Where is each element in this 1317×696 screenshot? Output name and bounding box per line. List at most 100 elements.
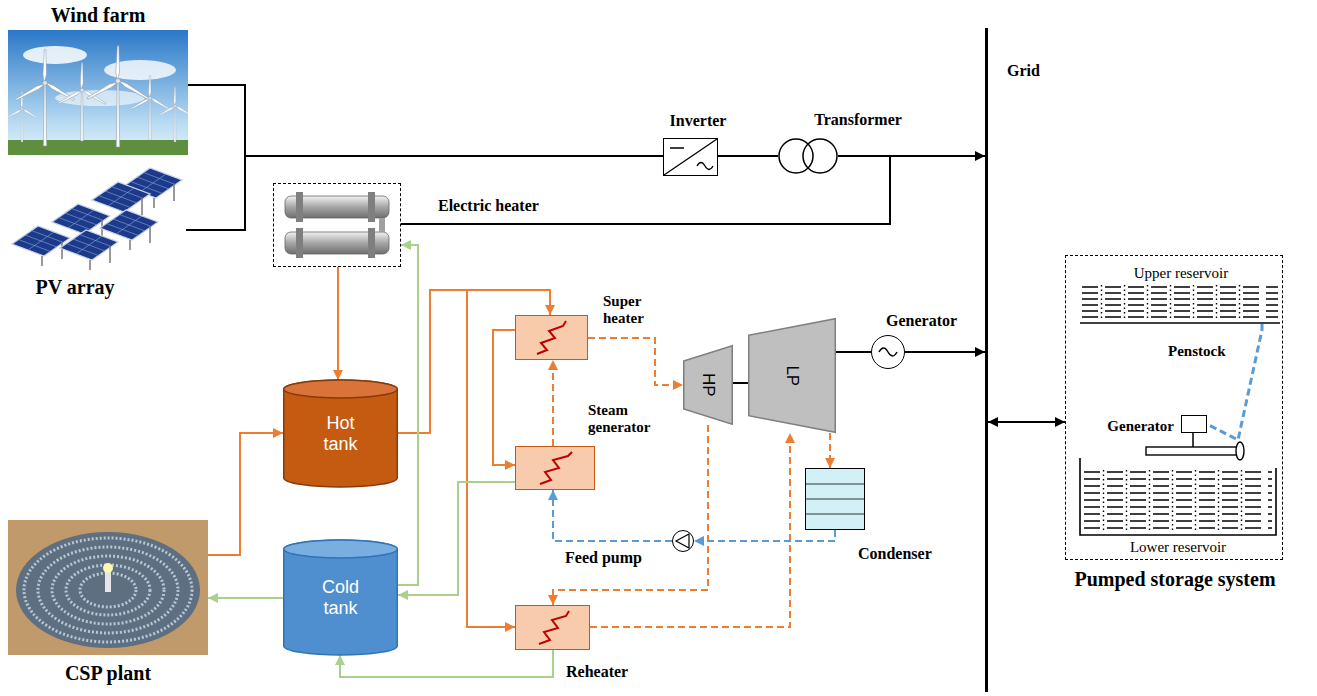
- transformer-symbol-outline: [803, 139, 837, 173]
- connector: [1207, 324, 1262, 440]
- pv-array-picture: [60, 230, 118, 270]
- node-label: Electric heater: [436, 197, 541, 215]
- connector: [988, 421, 1065, 423]
- connector: [733, 382, 748, 384]
- text-slot: Pumped storage system: [1072, 568, 1277, 591]
- connector: [208, 597, 283, 599]
- connector: [588, 338, 683, 385]
- connector: [836, 351, 871, 353]
- csp-plant-picture: [8, 520, 208, 655]
- text-slot: Cold tank: [283, 540, 398, 655]
- text-slot: Hot tank: [283, 380, 398, 487]
- electric-heater-picture: [379, 218, 385, 232]
- connector: [186, 156, 663, 230]
- condenser-symbol: [805, 484, 865, 514]
- node-label: Generator: [1105, 418, 1176, 435]
- wind-farm-picture: [8, 30, 188, 155]
- turbine-housing: [1146, 447, 1242, 455]
- heat-exchanger-coil: [515, 605, 590, 650]
- electric-heater-picture: [285, 192, 389, 258]
- node-label: Cold tank: [313, 577, 368, 618]
- text-slot: PV array: [33, 276, 116, 299]
- pv-array-picture: [12, 168, 182, 270]
- electric-heater-picture: [368, 192, 375, 222]
- connector: [337, 267, 339, 380]
- storage-tank: Hot tank: [283, 380, 398, 487]
- upper-reservoir-water: [1102, 285, 1240, 320]
- picture-panel: PV array: [8, 160, 186, 270]
- node-label: Lower reservoir: [1128, 539, 1228, 556]
- generator-symbol: Generator: [1181, 415, 1207, 433]
- converter-box: Inverter: [663, 138, 718, 176]
- connector: [552, 360, 554, 446]
- text-slot: Condenser: [856, 545, 934, 563]
- reservoir: Upper reservoir: [1081, 264, 1281, 324]
- heat-exchanger: Steam generator: [515, 446, 595, 490]
- wind-farm-picture: [158, 87, 188, 142]
- transformer-symbol: Transformer: [778, 138, 838, 174]
- text-slot: Feed pump: [563, 549, 644, 567]
- csp-plant-picture: [24, 538, 192, 642]
- turbine-housing: [1146, 432, 1244, 460]
- wind-farm-picture: [130, 76, 170, 140]
- lower-reservoir-water: [1080, 458, 1276, 535]
- inverter-symbol: [664, 139, 717, 175]
- node-label: Hot tank: [313, 413, 368, 454]
- heat-exchanger: Super heater: [515, 315, 588, 360]
- turbine-housing: [1192, 432, 1194, 447]
- upper-reservoir-water: [1082, 287, 1278, 317]
- node-label: HP: [698, 373, 718, 397]
- csp-plant-picture: [103, 563, 113, 573]
- condenser-symbol: [805, 468, 865, 530]
- text-slot: Steam generator: [586, 402, 666, 437]
- node-label: Grid: [1005, 62, 1042, 80]
- text-slot: Upper reservoir: [1132, 264, 1231, 282]
- connector: [905, 351, 985, 353]
- csp-plant-picture: [24, 538, 192, 642]
- text-slot: Penstock: [1166, 342, 1228, 360]
- turbine-stage-outline: [749, 319, 836, 433]
- wind-farm-picture: [15, 49, 75, 146]
- heat-exchanger-coil: [537, 321, 572, 644]
- node-label: CSP plant: [63, 662, 153, 685]
- generator-symbol: [879, 348, 897, 356]
- pump-symbol: [676, 534, 689, 548]
- connector: [398, 482, 515, 595]
- connector: [553, 490, 672, 541]
- csp-plant-picture: [8, 520, 208, 655]
- wind-farm-picture: [8, 91, 38, 142]
- heat-exchanger-coil: [515, 446, 595, 490]
- heat-exchanger-coil: [539, 611, 569, 644]
- upper-reservoir-water: [1080, 285, 1280, 323]
- csp-plant-picture: [16, 532, 200, 648]
- turbine-stage: HP: [683, 345, 733, 425]
- picture-panel: CSP plant: [8, 520, 208, 655]
- picture-panel: Wind farm: [8, 30, 188, 155]
- node-label: Pumped storage system: [1072, 568, 1277, 591]
- inverter-symbol: [664, 139, 717, 175]
- text-slot: Reheater: [564, 663, 630, 681]
- connector: [188, 85, 663, 156]
- electric-heater-picture: [296, 192, 303, 222]
- text-slot: Transformer: [812, 111, 904, 129]
- condenser-box: Condenser: [805, 468, 865, 530]
- node-label: Feed pump: [563, 549, 644, 567]
- generator-symbol: Generator: [871, 335, 905, 369]
- node-label: Upper reservoir: [1132, 265, 1231, 282]
- generator-symbol: [879, 348, 897, 356]
- reservoir: Lower reservoir: [1081, 461, 1276, 536]
- connector: [493, 330, 515, 465]
- condenser-symbol: [805, 468, 865, 530]
- connector: [694, 530, 835, 541]
- connector: [398, 290, 515, 627]
- turbine-stage-outline: [684, 346, 733, 425]
- node-label: Wind farm: [49, 4, 148, 27]
- node-label: Reheater: [564, 663, 630, 681]
- storage-tank: Cold tank: [283, 540, 398, 655]
- turbine-housing: [1236, 442, 1244, 460]
- pump-symbol: Feed pump: [672, 530, 694, 552]
- connector: [401, 156, 890, 224]
- lower-reservoir-water: [1084, 472, 1272, 528]
